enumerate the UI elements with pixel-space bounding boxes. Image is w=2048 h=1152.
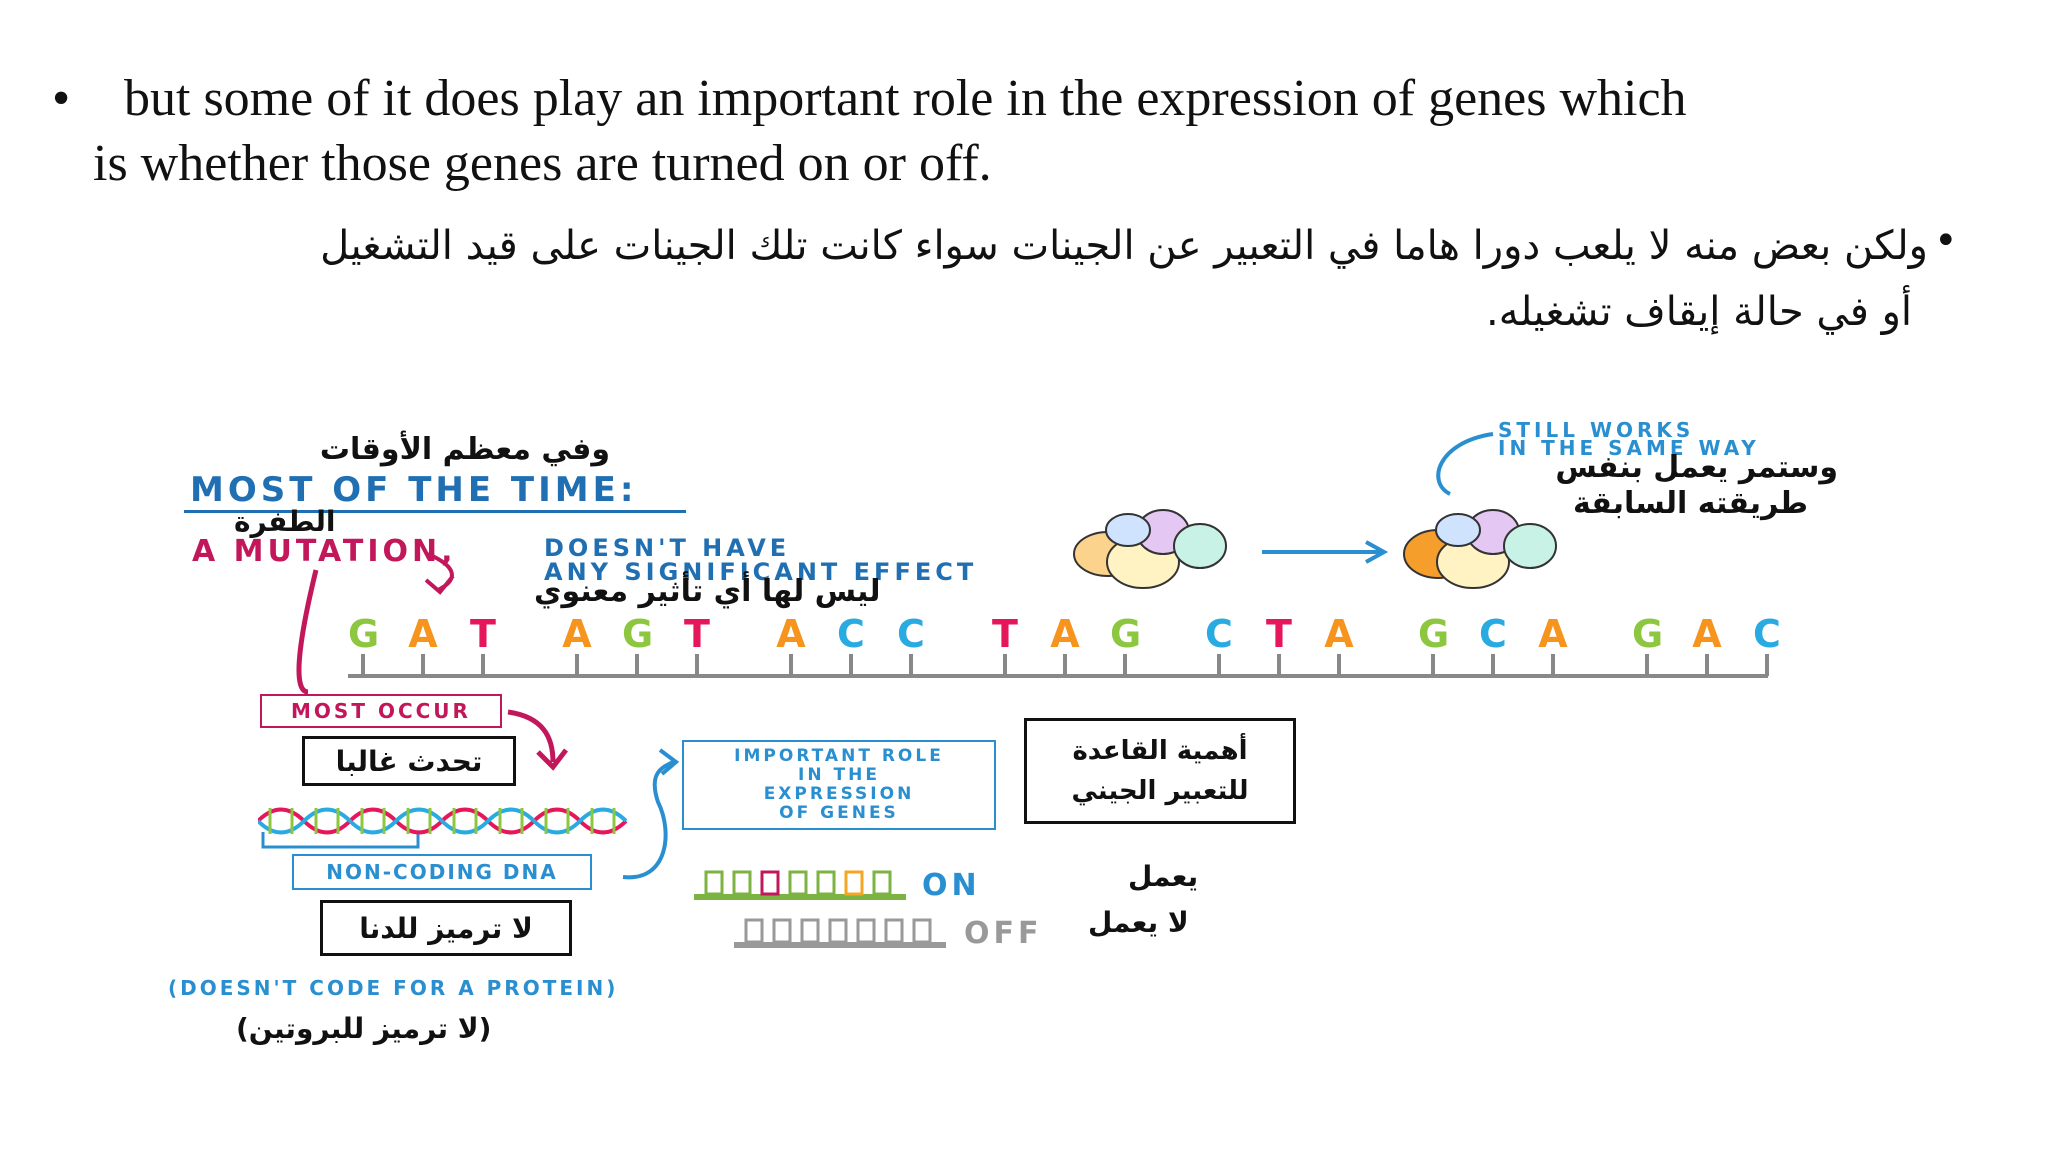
sequence-backbone bbox=[348, 674, 1768, 678]
a-mutation-label: A MUTATION, bbox=[192, 534, 457, 569]
gene-mutation-diagram: وفي معظم الأوقات MOST OF THE TIME: الطفر… bbox=[168, 402, 1918, 1152]
base-tick bbox=[421, 654, 425, 676]
base-tick bbox=[1491, 654, 1495, 676]
doesnt-code-label: (DOESN'T CODE FOR A PROTEIN) bbox=[168, 976, 619, 1000]
arabic-importance-line2: للتعبير الجيني bbox=[1071, 776, 1249, 806]
base-tick bbox=[1063, 654, 1067, 676]
base-tick bbox=[1431, 654, 1435, 676]
most-of-the-time-label: MOST OF THE TIME: bbox=[190, 470, 638, 510]
important-role-box: IMPORTANT ROLE IN THE EXPRESSION OF GENE… bbox=[682, 740, 996, 830]
most-occur-box: MOST OCCUR bbox=[260, 694, 502, 728]
base-tick bbox=[575, 654, 579, 676]
base-tick bbox=[1705, 654, 1709, 676]
arabic-mutation-label: الطفرة bbox=[234, 505, 336, 538]
arabic-most-time-label: وفي معظم الأوقات bbox=[319, 432, 610, 467]
arabic-non-coding-box: لا ترميز للدنا bbox=[320, 900, 572, 956]
important-role-line2: IN THE bbox=[798, 765, 880, 785]
base-tick bbox=[1551, 654, 1555, 676]
arabic-no-effect-label: ليس لها أي تأثير معنوي bbox=[534, 574, 881, 609]
base-tick bbox=[909, 654, 913, 676]
base-tick bbox=[1277, 654, 1281, 676]
base-letter: A bbox=[1692, 612, 1722, 656]
arabic-bullet-marker: • bbox=[1934, 218, 1958, 264]
arabic-most-occur-box: تحدث غالبا bbox=[302, 736, 516, 786]
base-letter: G bbox=[348, 612, 380, 656]
base-tick bbox=[1003, 654, 1007, 676]
base-tick bbox=[1123, 654, 1127, 676]
arabic-still-works-line1: وستمر يعمل بنفس bbox=[1555, 450, 1838, 485]
base-tick bbox=[789, 654, 793, 676]
important-role-line3: EXPRESSION bbox=[763, 784, 915, 804]
base-tick bbox=[1337, 654, 1341, 676]
arabic-bullet-line2: أو في حالة إيقاف تشغيله. bbox=[1485, 289, 1912, 335]
base-tick bbox=[361, 654, 365, 676]
still-works-label-line2: IN THE SAME WAY bbox=[1498, 436, 1760, 460]
arabic-still-works-line2: طريقته السابقة bbox=[1572, 486, 1808, 521]
base-tick bbox=[849, 654, 853, 676]
base-letter: A bbox=[1050, 612, 1080, 656]
base-tick bbox=[1765, 654, 1769, 676]
base-letter: C bbox=[897, 612, 925, 656]
base-tick bbox=[481, 654, 485, 676]
base-letter: G bbox=[1110, 612, 1142, 656]
base-letter: C bbox=[837, 612, 865, 656]
still-works-bracket bbox=[1436, 432, 1494, 496]
most-time-underline bbox=[184, 510, 686, 513]
base-letter: A bbox=[1324, 612, 1354, 656]
base-letter: T bbox=[470, 612, 496, 656]
english-bullet-line2: is whether those genes are turned on or … bbox=[93, 135, 992, 192]
enzyme-complex-icon bbox=[1073, 509, 1227, 589]
base-letter: T bbox=[684, 612, 710, 656]
gene-switch-on-icon bbox=[694, 870, 906, 900]
arabic-on-label: يعمل bbox=[1128, 860, 1199, 893]
helix-bracket bbox=[261, 832, 420, 849]
doesnt-have-label-line1: DOESN'T HAVE bbox=[544, 534, 791, 562]
arabic-doesnt-code-label: (لا ترميز للبروتين) bbox=[236, 1012, 492, 1045]
effect-arrow bbox=[424, 552, 455, 595]
still-works-label-line1: STILL WORKS bbox=[1498, 418, 1695, 442]
important-role-line1: IMPORTANT ROLE bbox=[734, 746, 944, 766]
non-coding-dna-box: NON-CODING DNA bbox=[292, 854, 592, 890]
off-label: OFF bbox=[964, 916, 1043, 951]
base-letter: A bbox=[1538, 612, 1568, 656]
base-tick bbox=[635, 654, 639, 676]
most-occur-arrow bbox=[507, 709, 568, 771]
base-letter: A bbox=[776, 612, 806, 656]
base-letter: T bbox=[1266, 612, 1292, 656]
works-arrow bbox=[1262, 540, 1389, 564]
base-letter: G bbox=[622, 612, 654, 656]
dna-helix-icon bbox=[258, 807, 628, 835]
important-role-line4: OF GENES bbox=[779, 803, 899, 823]
english-bullet-line1: but some of it does play an important ro… bbox=[124, 70, 1687, 127]
english-bullet-marker: • bbox=[52, 70, 71, 127]
arabic-importance-line1: أهمية القاعدة bbox=[1072, 736, 1248, 766]
base-letter: T bbox=[992, 612, 1018, 656]
enzyme-complex-icon-2 bbox=[1403, 509, 1557, 589]
base-tick bbox=[1645, 654, 1649, 676]
arabic-off-label: لا يعمل bbox=[1088, 906, 1189, 939]
role-arrow bbox=[622, 748, 680, 880]
base-letter: A bbox=[408, 612, 438, 656]
diagram-connectors bbox=[261, 432, 1494, 880]
doesnt-have-label-line2: ANY SIGNIFICANT EFFECT bbox=[544, 558, 978, 586]
mutation-down-line bbox=[296, 569, 319, 695]
base-letter: C bbox=[1479, 612, 1507, 656]
base-letter: C bbox=[1753, 612, 1781, 656]
arabic-importance-box: أهمية القاعدة للتعبير الجيني bbox=[1024, 718, 1296, 824]
base-letter: C bbox=[1205, 612, 1233, 656]
base-tick bbox=[695, 654, 699, 676]
gene-switch-off-icon bbox=[734, 918, 946, 948]
on-label: ON bbox=[922, 868, 981, 903]
arabic-bullet-line1: ولكن بعض منه لا يلعب دورا هاما في التعبي… bbox=[320, 223, 1928, 269]
base-letter: G bbox=[1418, 612, 1450, 656]
base-letter: A bbox=[562, 612, 592, 656]
base-letter: G bbox=[1632, 612, 1664, 656]
base-tick bbox=[1217, 654, 1221, 676]
